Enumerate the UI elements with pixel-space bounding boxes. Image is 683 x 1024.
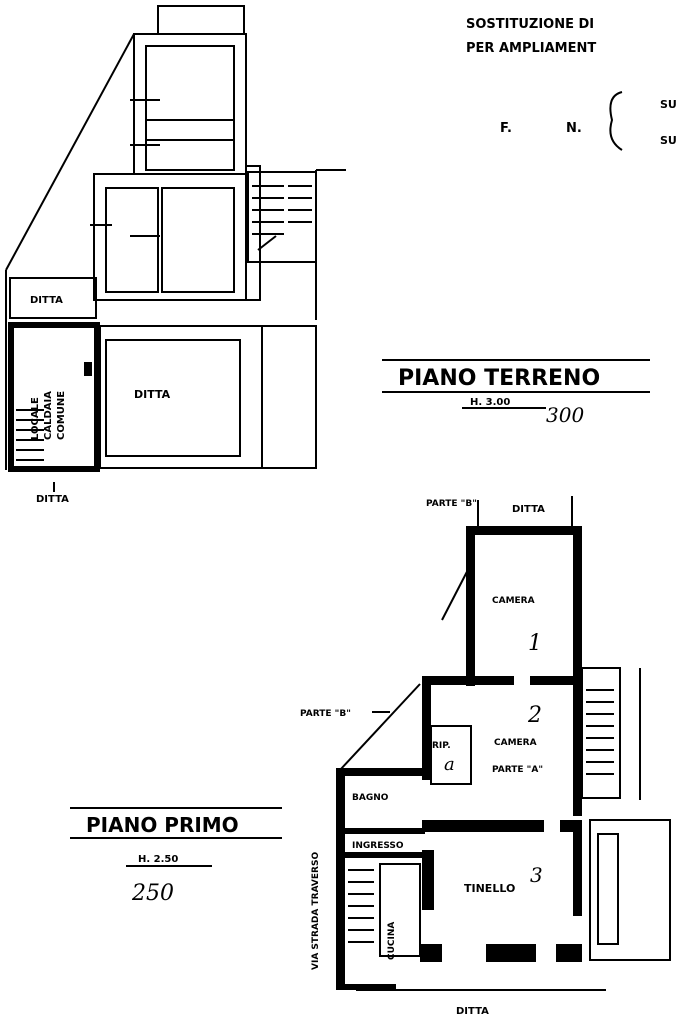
ff-camera2-label: CAMERA <box>494 738 537 748</box>
ff-bottom-wall-3 <box>556 944 582 962</box>
ff-bottom-wall-2 <box>486 944 536 962</box>
ff-east-stair-box <box>581 667 621 799</box>
ff-height-hand: 250 <box>131 881 174 906</box>
ff-ingresso-wall <box>345 852 425 858</box>
ff-east-stairs <box>586 689 614 775</box>
cadastral-f: F. <box>500 121 512 136</box>
ff-camera1-wall-top <box>466 526 582 535</box>
ff-tinello-wall-top <box>422 820 544 832</box>
gf-main-room-ext <box>261 325 317 469</box>
gf-middle-inner <box>105 187 159 293</box>
gf-caldaia-wall-right <box>94 322 100 472</box>
ff-cucina-label-group: CUCINA <box>387 922 397 960</box>
ff-wall-row-1 <box>422 676 514 685</box>
ff-wall-row-1b <box>530 676 582 685</box>
ff-rip-room <box>430 725 472 785</box>
gf-ditta-main-label: DITTA <box>134 388 171 401</box>
cadastral-brace <box>609 91 623 151</box>
gf-caldaia-wall-top <box>8 322 100 328</box>
cadastral-sub-2: SU <box>660 134 677 147</box>
ff-bagno-wall-bottom <box>345 828 425 834</box>
gf-main-room <box>99 325 263 469</box>
ff-tinello-wall-top-b <box>560 820 582 832</box>
ff-tinello-wall-left <box>422 850 434 910</box>
ff-west-stairs <box>348 869 374 943</box>
gf-caldaia-stairs <box>16 409 44 461</box>
ff-ditta-bottom-label: DITTA <box>456 1006 489 1017</box>
gf-north-building <box>133 33 247 175</box>
ff-cucina-label: CUCINA <box>387 922 397 960</box>
header-line-2: PER AMPLIAMENT <box>466 41 596 56</box>
ff-bottom-wall-1 <box>420 944 442 962</box>
gf-north-inner <box>145 45 235 171</box>
gf-caldaia-label-3: COMUNE <box>56 391 67 440</box>
ff-camera2-wall-left <box>422 676 431 780</box>
gf-caldaia-wall-left <box>8 322 14 472</box>
ff-bagno-wall-top <box>336 768 426 776</box>
ff-ditta-top: DITTA <box>512 504 545 515</box>
gf-diagonal-boundary <box>5 33 135 271</box>
ff-parte-a-label: PARTE "A" <box>492 765 543 775</box>
ff-rip-letter: a <box>444 754 455 775</box>
gf-title: PIANO TERRENO <box>398 366 600 391</box>
gf-caldaia-label-group: LOCALE CALDAIA COMUNE <box>30 391 67 440</box>
gf-caldaia-label-1: LOCALE <box>30 397 41 440</box>
gf-wall-segment <box>84 362 92 376</box>
cadastral-sub-1: SU <box>660 98 677 111</box>
ff-diagonal-note <box>441 561 473 621</box>
gf-caldaia-wall-bottom <box>8 466 100 472</box>
ff-height-label: H. 2.50 <box>138 854 178 865</box>
cadastral-n: N. <box>566 121 582 136</box>
gf-ditta-left-room <box>9 277 97 319</box>
ff-cucina-room <box>379 863 421 957</box>
ff-camera1-label: CAMERA <box>492 596 535 606</box>
gf-middle-inner-2 <box>161 187 235 293</box>
ff-west-wall <box>336 768 345 990</box>
ground-floor-plan: DITTA LOCALE CALDAIA COMUNE DITTA DITTA <box>5 5 650 505</box>
ff-east-building-inner <box>597 833 619 945</box>
gf-caldaia-label-2: CALDAIA <box>43 391 54 440</box>
ff-street-label-group: VIA STRADA TRAVERSO <box>311 852 321 970</box>
ff-camera2-number: 2 <box>527 703 542 728</box>
ff-camera1-wall-right <box>573 526 582 686</box>
ff-camera1-wall-left <box>466 526 475 686</box>
ff-camera2-wall-right <box>573 676 582 816</box>
first-floor-plan: PARTE "B" DITTA CAMERA 1 2 CAMERA PARTE … <box>70 496 671 1017</box>
ff-rip-label: RIP. <box>432 741 451 751</box>
header-line-1: SOSTITUZIONE DI <box>466 17 594 32</box>
ff-parte-b-left: PARTE "B" <box>300 709 351 719</box>
gf-ditta-left-label: DITTA <box>30 295 63 306</box>
gf-height-hand: 300 <box>546 403 584 427</box>
ff-east-building <box>589 819 671 961</box>
ff-ingresso-label: INGRESSO <box>352 841 404 851</box>
ff-parte-b-top: PARTE "B" <box>426 499 477 509</box>
ff-title: PIANO PRIMO <box>86 813 239 837</box>
ff-west-diagonal <box>339 683 421 771</box>
ff-camera1-number: 1 <box>528 631 542 656</box>
ff-tinello-wall-right <box>573 832 582 916</box>
gf-ditta-bottom-label: DITTA <box>36 494 69 505</box>
ff-tinello-number: 3 <box>530 863 543 887</box>
ff-tinello-label: TINELLO <box>464 882 515 895</box>
gf-stair-arrow <box>257 235 277 251</box>
ff-bagno-label: BAGNO <box>352 793 389 803</box>
gf-height-label: H. 3.00 <box>470 397 510 408</box>
ff-street-label: VIA STRADA TRAVERSO <box>311 852 321 970</box>
gf-top-block <box>157 5 245 35</box>
ff-bottom-wall-4 <box>336 984 396 990</box>
gf-main-room-inner <box>105 339 241 457</box>
gf-stair-steps <box>252 185 312 235</box>
gf-middle-block <box>93 173 247 301</box>
